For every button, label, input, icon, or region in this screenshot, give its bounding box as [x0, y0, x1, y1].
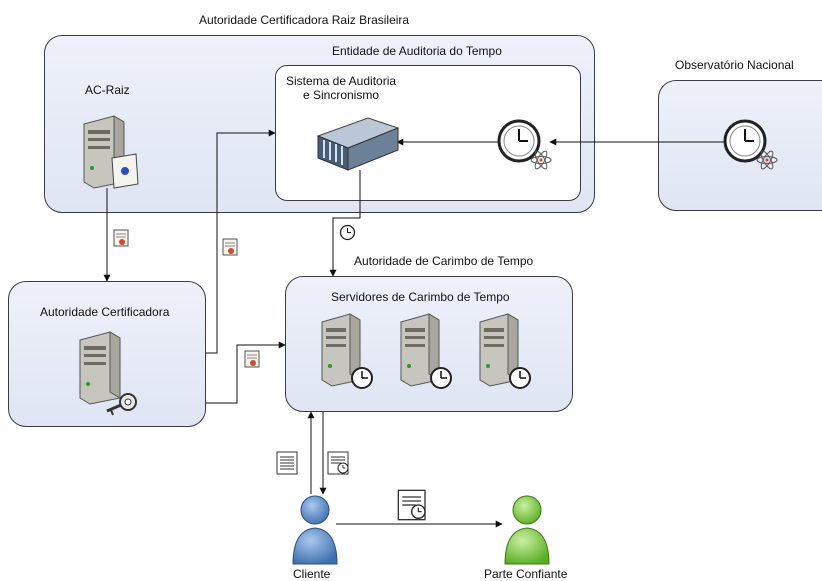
rack-server-icon	[316, 117, 400, 171]
audit-system-line1: Sistema de Auditoria	[285, 74, 397, 88]
key-icon	[106, 393, 137, 416]
ac-raiz-label: AC-Raiz	[85, 83, 130, 97]
arrow-ac-to-audit	[206, 129, 276, 354]
timestamp-servers-title: Servidores de Carimbo de Tempo	[331, 290, 510, 304]
certificate-icon	[111, 153, 139, 189]
outer-title: Autoridade Certificadora Raiz Brasileira	[199, 13, 410, 27]
person-icon	[504, 495, 550, 565]
certificate-icon	[222, 238, 238, 256]
certificate-icon	[244, 350, 260, 368]
document-icon	[397, 489, 426, 521]
clock-icon	[339, 224, 356, 241]
audit-entity-title: Entidade de Auditoria do Tempo	[332, 44, 502, 58]
atom-icon	[756, 150, 778, 170]
server-icon	[321, 313, 373, 389]
audit-system-label: Sistema de Auditoria e Sincronismo	[281, 74, 401, 102]
server-icon	[79, 331, 121, 405]
document-icon	[276, 451, 298, 475]
timestamp-authority-title: Autoridade de Carimbo de Tempo	[354, 254, 534, 268]
clock-icon	[497, 119, 552, 170]
person-icon	[292, 495, 338, 565]
arrow-ac-to-servers	[206, 341, 286, 404]
document-icon	[327, 451, 349, 475]
audit-system-line2: e Sincronismo	[302, 88, 380, 102]
server-icon	[479, 313, 531, 389]
server-icon	[400, 313, 452, 389]
observatory-title: Observatório Nacional	[675, 58, 794, 72]
ac-title: Autoridade Certificadora	[40, 305, 170, 319]
certificate-icon	[113, 229, 129, 247]
clock-icon	[723, 119, 778, 170]
arrow-audit-to-servers	[329, 170, 361, 277]
atom-icon	[530, 150, 552, 170]
